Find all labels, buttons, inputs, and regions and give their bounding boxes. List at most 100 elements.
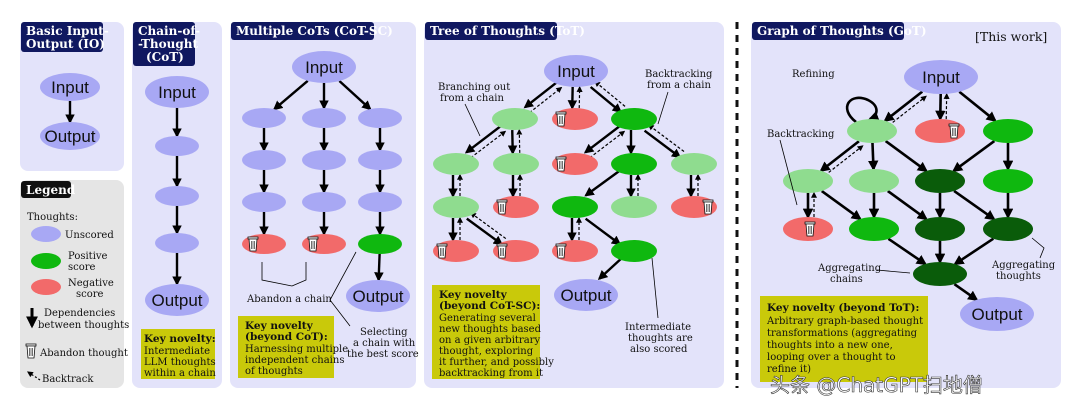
legend-positive-line-1: Positive	[68, 251, 108, 262]
dependency-g_in-ga	[883, 90, 924, 123]
got-refining-label: Refining	[792, 69, 835, 80]
thought-node-gd	[783, 169, 833, 193]
dependency-t_k-t_q	[584, 217, 622, 246]
cotsc-input-label: Input	[305, 58, 343, 77]
thought-node-t_k	[552, 196, 598, 218]
got-agg-chains-leader	[876, 269, 911, 274]
cotsc-novelty-line-1: Harnessing multiple	[245, 344, 348, 355]
backtrack-gd-ga	[824, 145, 864, 176]
io-title-line-1: Basic Input-	[26, 24, 109, 38]
legend-negative-line-1: Negative	[68, 278, 114, 289]
trash-icon	[555, 156, 567, 172]
dependency-gk-gl	[953, 237, 995, 266]
cot-title-line-2: -Thought	[138, 37, 198, 51]
legend-trash-glyph	[25, 343, 37, 359]
tot-novelty-box	[432, 285, 540, 379]
got-agg-chains-line-1: Aggregating	[817, 263, 882, 274]
cot-title-bg	[133, 22, 195, 66]
dependency-ga-gd	[819, 140, 860, 173]
thought-node-t_a	[492, 108, 538, 130]
dependency-sc_in-d1	[338, 80, 372, 111]
got-back-label: Backtracking	[767, 129, 835, 140]
cot-title-line-1: Chain-of-	[138, 24, 200, 38]
dependency-t_g-t_k	[584, 169, 621, 197]
legend-backtrack-arrow	[27, 371, 41, 381]
thought-node-gl	[913, 262, 967, 286]
icons-layer	[247, 111, 960, 259]
thought-node-a3	[242, 192, 286, 212]
tot-back-line-1: Backtracking	[645, 69, 713, 80]
backtrack-t_a-t_in	[529, 86, 563, 114]
got-novelty-line-2: transformations (aggregating	[767, 328, 918, 339]
thought-node-gc	[983, 119, 1033, 143]
dependency-t_c-t_f	[583, 124, 621, 154]
got-novelty-line-3: thoughts into a new one,	[767, 340, 893, 351]
trash-icon	[555, 111, 567, 127]
dependency-t_c-t_h	[643, 129, 682, 159]
watermark: 头条 @ChatGPT扫地僧	[770, 373, 983, 397]
refining-loop	[845, 96, 880, 124]
got-back-leader	[779, 139, 798, 206]
thought-node-a1	[242, 108, 286, 128]
tot-title: Tree of Thoughts (ToT)	[430, 24, 585, 38]
legend-negative-swatch	[31, 279, 61, 295]
io-title-bg	[21, 22, 103, 52]
trash-icon	[496, 199, 508, 215]
thought-node-d2	[358, 150, 402, 170]
got-output-label: Output	[971, 305, 1022, 324]
cotsc-novelty-line-3: of thoughts	[245, 366, 303, 377]
tot-branch-leader	[464, 103, 481, 137]
got-this-work: [This work]	[975, 29, 1047, 44]
dependency-d4-sc_out	[374, 253, 384, 282]
legend-thoughts-label: Thoughts:	[27, 212, 78, 223]
thought-node-b2	[302, 150, 346, 170]
tot-novelty-line-4: thought, exploring	[439, 346, 534, 357]
tot-novelty-title-1: Key novelty	[439, 289, 508, 301]
thought-node-d3	[358, 192, 402, 212]
cotsc-select-leader	[329, 251, 357, 327]
legend-positive-line-2: score	[68, 262, 96, 273]
cot-output-label: Output	[151, 291, 202, 310]
cotsc-novelty-line-2: independent chains	[245, 355, 344, 366]
trash-icon	[555, 243, 567, 259]
dependency-t_i-t_o	[466, 217, 504, 246]
cotsc-title-bg	[231, 22, 374, 40]
thought-node-g_out	[960, 297, 1034, 331]
thought-node-ge	[849, 169, 899, 193]
thought-node-c2	[155, 186, 199, 206]
legend-unscored-swatch	[31, 226, 61, 242]
legend-trash-icon	[25, 343, 37, 359]
backtrack-ga-g_in	[888, 95, 927, 126]
dependency-t_in-t_a	[523, 81, 558, 109]
thought-node-t_out	[554, 279, 618, 311]
backtrack-t_f-t_c	[589, 130, 626, 159]
cot-novelty-line-3: within a chain	[144, 368, 216, 379]
cotsc-select-line-1: Selecting	[360, 327, 408, 338]
cot-novelty-title: Key novelty:	[144, 333, 216, 345]
cotsc-select-line-2: a chain with	[353, 338, 416, 349]
thought-node-t_i	[433, 196, 479, 218]
legend-backtrack: Backtrack	[42, 374, 94, 385]
got-title-bg	[752, 22, 904, 40]
tot-branch-line-1: Branching out	[438, 82, 510, 93]
thought-node-ga	[847, 119, 897, 143]
cotsc-output-label: Output	[352, 287, 403, 306]
thought-node-t_in	[544, 55, 608, 87]
tot-branch-line-2: from a chain	[440, 93, 505, 104]
dependency-gl-g_out	[953, 283, 979, 301]
legend-dependencies-line-2: between thoughts	[38, 320, 129, 331]
thought-node-gi	[849, 217, 899, 241]
got-novelty-line-5: refine it)	[767, 364, 811, 375]
backtrack-t_o-t_i	[469, 212, 507, 240]
dependency-gc-gf	[951, 140, 996, 173]
thought-node-gg	[983, 169, 1033, 193]
trash-icon	[247, 236, 259, 252]
thought-node-gk	[983, 217, 1033, 241]
cotsc-novelty-title-2: (beyond CoT):	[245, 331, 328, 343]
thought-node-cot_out	[145, 284, 209, 316]
nodes-layer	[40, 51, 1034, 331]
edges-layer	[65, 79, 1014, 301]
io-input-label: Input	[51, 78, 89, 97]
got-input-label: Input	[922, 68, 960, 87]
